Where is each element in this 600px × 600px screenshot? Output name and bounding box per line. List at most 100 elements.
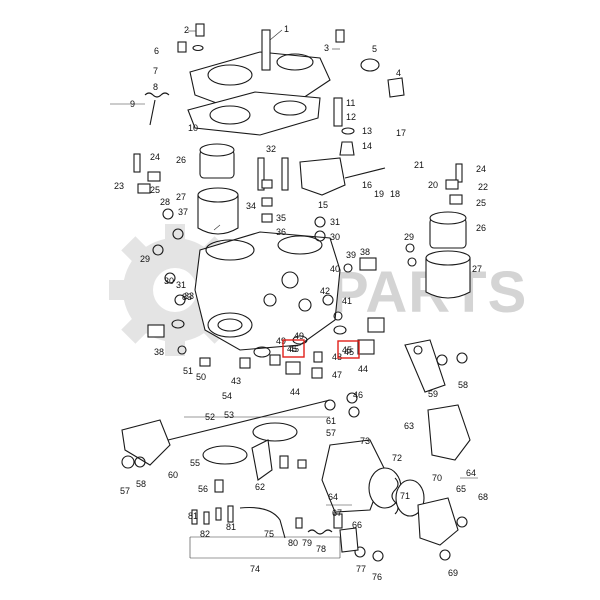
part-label: 82 [200,529,210,539]
part-label: 52 [205,412,215,422]
part-label: 73 [360,436,370,446]
part-label: 7 [153,66,158,76]
part-label: 75 [264,529,274,539]
part-label: 5 [372,44,377,54]
part-label: 60 [168,470,178,480]
part-label: 2 [184,25,189,35]
part-label: 33 [184,291,194,301]
part-label: 66 [352,520,362,530]
part-float-right [425,211,471,299]
part-label: 9 [130,99,135,109]
part-label: 69 [448,568,458,578]
part-label: 30 [330,232,340,242]
part-label: 71 [400,491,410,501]
part-label: 30 [164,276,174,286]
part-label: 55 [190,458,200,468]
highlighted-parts: 45 45 [282,339,360,359]
part-label: 29 [404,232,414,242]
part-label: 28 [160,197,170,207]
part-label: 81 [188,511,198,521]
part-label: 54 [222,391,232,401]
part-label: 46 [353,390,363,400]
part-screws [121,23,468,562]
part-throttle-plate [202,445,248,465]
highlight-box[interactable] [282,339,305,358]
part-label: 16 [362,180,372,190]
part-label: 13 [362,126,372,136]
part-label: 31 [330,217,340,227]
part-label: 64 [328,492,338,502]
part-label: 17 [396,128,406,138]
part-carburetor-body [194,231,341,351]
part-label: 67 [332,508,342,518]
part-label: 11 [346,98,355,108]
part-label: 4 [396,68,401,78]
part-label: 68 [478,492,488,502]
part-label: 10 [188,123,198,133]
part-label: 79 [302,538,312,548]
part-label: 57 [120,486,130,496]
part-label: 12 [346,112,356,122]
part-label: 40 [330,264,340,274]
part-label: 32 [266,144,276,154]
part-label: 34 [246,201,256,211]
part-label: 35 [276,213,286,223]
part-bowl-cover [299,157,346,196]
part-label: 49 [294,331,304,341]
part-label: 19 [374,189,384,199]
part-label: 26 [176,155,186,165]
part-float-left [197,143,239,235]
part-label: 81 [226,522,236,532]
part-label: 38 [360,247,370,257]
part-label: 58 [136,479,146,489]
part-label: 25 [150,185,160,195]
part-label: 3 [324,43,329,53]
leader-lines [110,29,478,559]
part-label: 42 [320,286,330,296]
part-label: 51 [183,366,193,376]
part-label: 77 [356,564,366,574]
part-labels: 1 2 3 4 5 6 7 8 9 10 11 12 13 14 15 16 1… [114,24,488,582]
highlighted-part-label[interactable]: 45 [342,345,352,355]
part-label: 61 [326,416,336,426]
part-label: 48 [332,352,342,362]
part-label: 65 [456,484,466,494]
part-label: 78 [316,544,326,554]
part-label: 44 [290,387,300,397]
part-label: 80 [288,538,298,548]
part-label: 18 [390,189,400,199]
part-throttle-shaft [121,399,331,466]
part-label: 45 [344,347,354,357]
parts-drawing [121,23,471,562]
part-label: 63 [404,421,414,431]
part-label: 49 [276,336,286,346]
part-label: 21 [414,160,424,170]
part-label: 37 [178,207,188,217]
part-label: 14 [362,141,372,151]
highlight-box[interactable] [337,340,360,359]
part-label: 45 [289,344,299,354]
part-label: 70 [432,473,442,483]
part-label: 27 [472,264,482,274]
part-label: 6 [154,46,159,56]
part-gasket [187,91,321,136]
part-label: 24 [150,152,160,162]
part-label: 74 [250,564,260,574]
part-label: 59 [428,389,438,399]
part-label: 26 [476,223,486,233]
part-label: 24 [476,164,486,174]
part-label: 15 [318,200,328,210]
part-label: 36 [276,227,286,237]
part-label: 8 [153,82,158,92]
part-label: 25 [476,198,486,208]
highlighted-part-label[interactable]: 45 [287,344,297,354]
part-label: 53 [224,410,234,420]
part-label: 1 [284,24,289,34]
part-label: 39 [346,250,356,260]
part-label: 72 [392,453,402,463]
part-label: 76 [372,572,382,582]
part-label: 20 [428,180,438,190]
part-label: 22 [478,182,488,192]
part-label: 38 [154,347,164,357]
